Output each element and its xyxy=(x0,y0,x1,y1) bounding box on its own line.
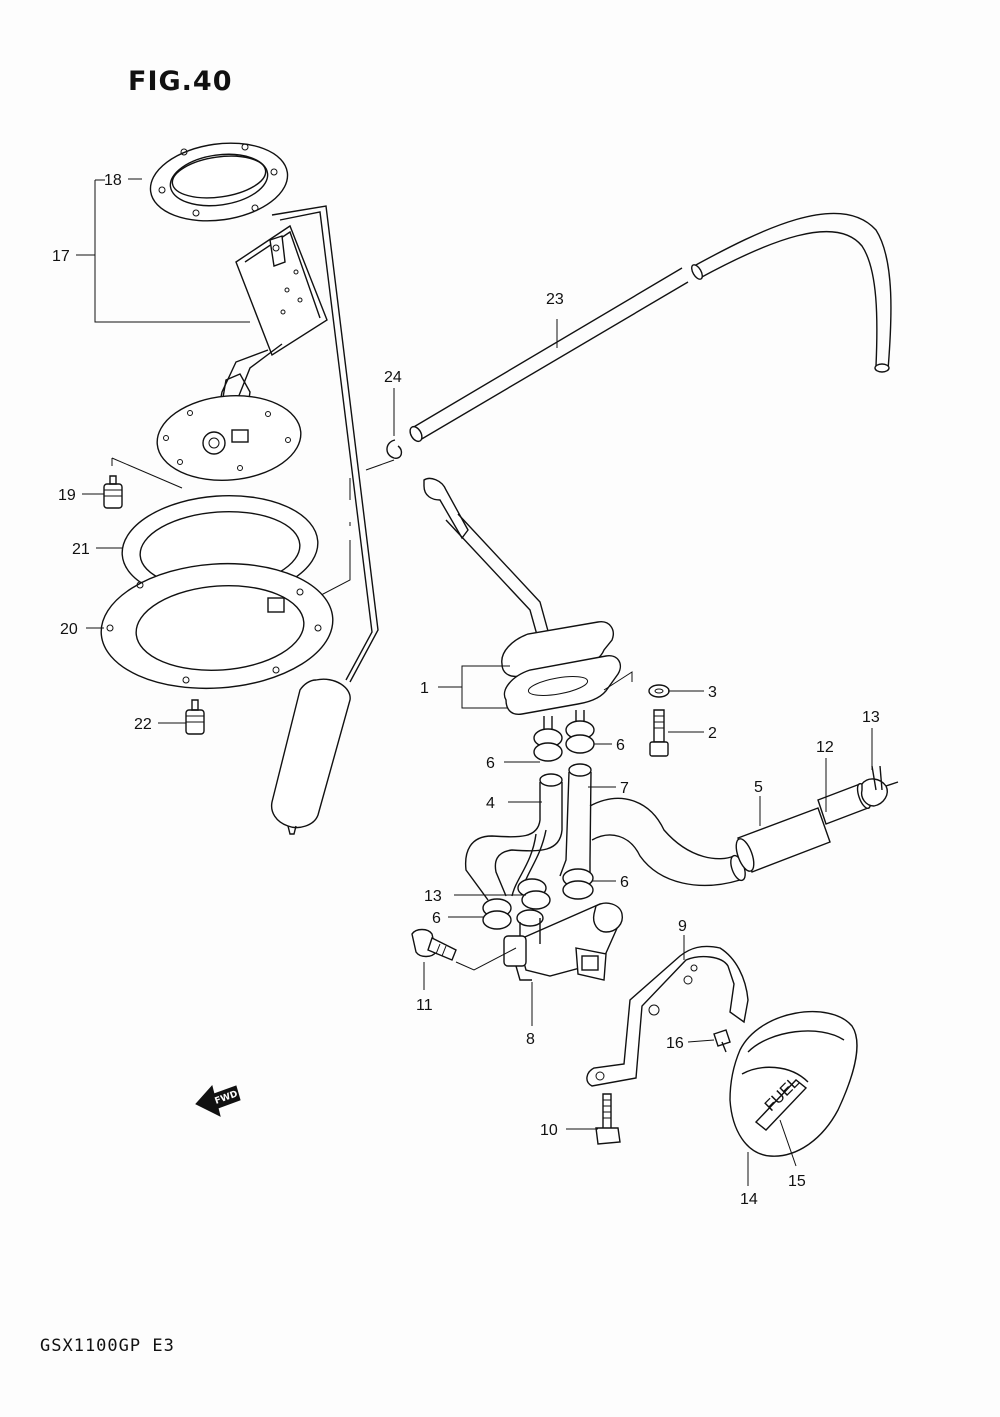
callout-10: 10 xyxy=(540,1122,558,1139)
clamp-13-upper xyxy=(860,765,899,807)
callout-6-lower-left: 6 xyxy=(432,910,441,927)
screw-19 xyxy=(103,475,123,509)
callout-13-upper: 13 xyxy=(862,709,880,726)
bracket-9 xyxy=(586,945,749,1087)
screw-22 xyxy=(185,699,205,735)
fuel-cock-gasket-1 xyxy=(501,621,622,715)
callout-19: 19 xyxy=(58,487,76,504)
fuel-hose-5 xyxy=(589,797,746,887)
callout-18: 18 xyxy=(104,172,122,189)
fuel-level-gauge-17 xyxy=(156,205,379,835)
callout-2: 2 xyxy=(708,725,717,742)
model-code: GSX1100GP E3 xyxy=(40,1336,175,1356)
screw-16 xyxy=(713,1029,731,1053)
callout-8: 8 xyxy=(526,1031,535,1048)
callout-20: 20 xyxy=(60,621,78,638)
callout-6-upper-left: 6 xyxy=(486,755,495,772)
hose-clamp-6-lower-right xyxy=(562,868,594,900)
leader-lines xyxy=(76,178,873,1186)
gauge-plate-20 xyxy=(100,562,334,690)
figure-title: FIG.40 xyxy=(128,66,233,97)
bolt-2 xyxy=(649,709,669,757)
gauge-gasket-18 xyxy=(149,142,289,222)
hose-clamp-6-lower-left xyxy=(482,898,512,930)
washer-3 xyxy=(648,684,670,698)
fwd-direction-arrow: FWD xyxy=(195,1084,241,1117)
callout-6-lower-right: 6 xyxy=(620,874,629,891)
callout-21: 21 xyxy=(72,541,90,558)
fuel-hose-4 xyxy=(464,773,563,901)
callout-4: 4 xyxy=(486,795,495,812)
callout-15: 15 xyxy=(788,1173,806,1190)
callout-6-upper-right: 6 xyxy=(616,737,625,754)
callout-11: 11 xyxy=(416,997,433,1014)
callout-22: 22 xyxy=(134,716,152,733)
callout-numbers: 18 17 23 24 19 21 20 1 3 22 13 2 6 12 6 … xyxy=(52,172,880,1208)
bolt-11 xyxy=(411,928,457,961)
fuel-cock-cover-14: FUEL xyxy=(729,1010,858,1157)
callout-16: 16 xyxy=(666,1035,684,1052)
callout-7: 7 xyxy=(620,780,629,797)
callout-17: 17 xyxy=(52,248,70,265)
clip-24 xyxy=(386,439,403,459)
callout-3: 3 xyxy=(708,684,717,701)
callout-24: 24 xyxy=(384,369,402,386)
vent-hose-23 xyxy=(409,212,892,443)
callout-14: 14 xyxy=(740,1191,758,1208)
hose-clamp-13-lower xyxy=(517,878,551,910)
callout-12: 12 xyxy=(816,739,834,756)
callout-13-lower: 13 xyxy=(424,888,442,905)
callout-5: 5 xyxy=(754,779,763,796)
callout-23: 23 xyxy=(546,291,564,308)
callout-1: 1 xyxy=(420,680,429,697)
hose-clamp-6-upper xyxy=(533,710,595,762)
sleeve-5 xyxy=(735,807,831,873)
bolt-10 xyxy=(595,1093,621,1145)
callout-9: 9 xyxy=(678,918,687,935)
fuel-cock-8 xyxy=(503,902,623,981)
